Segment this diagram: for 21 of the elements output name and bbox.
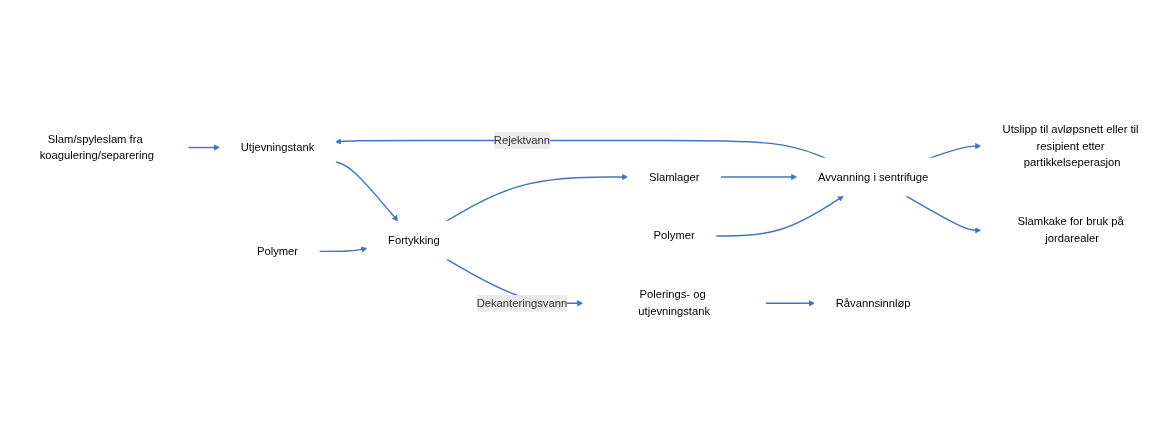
node-text: Råvannsinnløp xyxy=(835,296,911,309)
arrow xyxy=(715,195,844,237)
arrow xyxy=(187,144,220,151)
node-text: Fortykking xyxy=(388,233,440,246)
arrow xyxy=(905,195,982,234)
node-text: Slamkake for bruk på jordarealer xyxy=(1017,215,1124,245)
node-text: Slamlager xyxy=(648,170,700,183)
arrow xyxy=(334,161,399,222)
arrow xyxy=(764,300,815,307)
edge-label: Dekanteringsvann xyxy=(476,296,568,309)
arrow xyxy=(318,246,368,253)
node-text: Polymer xyxy=(256,245,299,257)
edge-label: Rejektvann xyxy=(493,134,550,147)
node-text: Polymer xyxy=(653,229,695,242)
arrow xyxy=(445,173,629,222)
node-text: Utjevningstank xyxy=(240,141,315,154)
node-text: Slam/spyleslam fra koagulering/separering xyxy=(39,132,154,162)
arrow xyxy=(719,173,798,181)
node-text: Utslipp til avløpsnett eller til resipient etter partikkelseperasjon xyxy=(1002,122,1139,169)
node-text: Avvanning i sentrifuge xyxy=(818,170,929,183)
node-text: Polerings- og utjevningstank xyxy=(638,288,711,318)
